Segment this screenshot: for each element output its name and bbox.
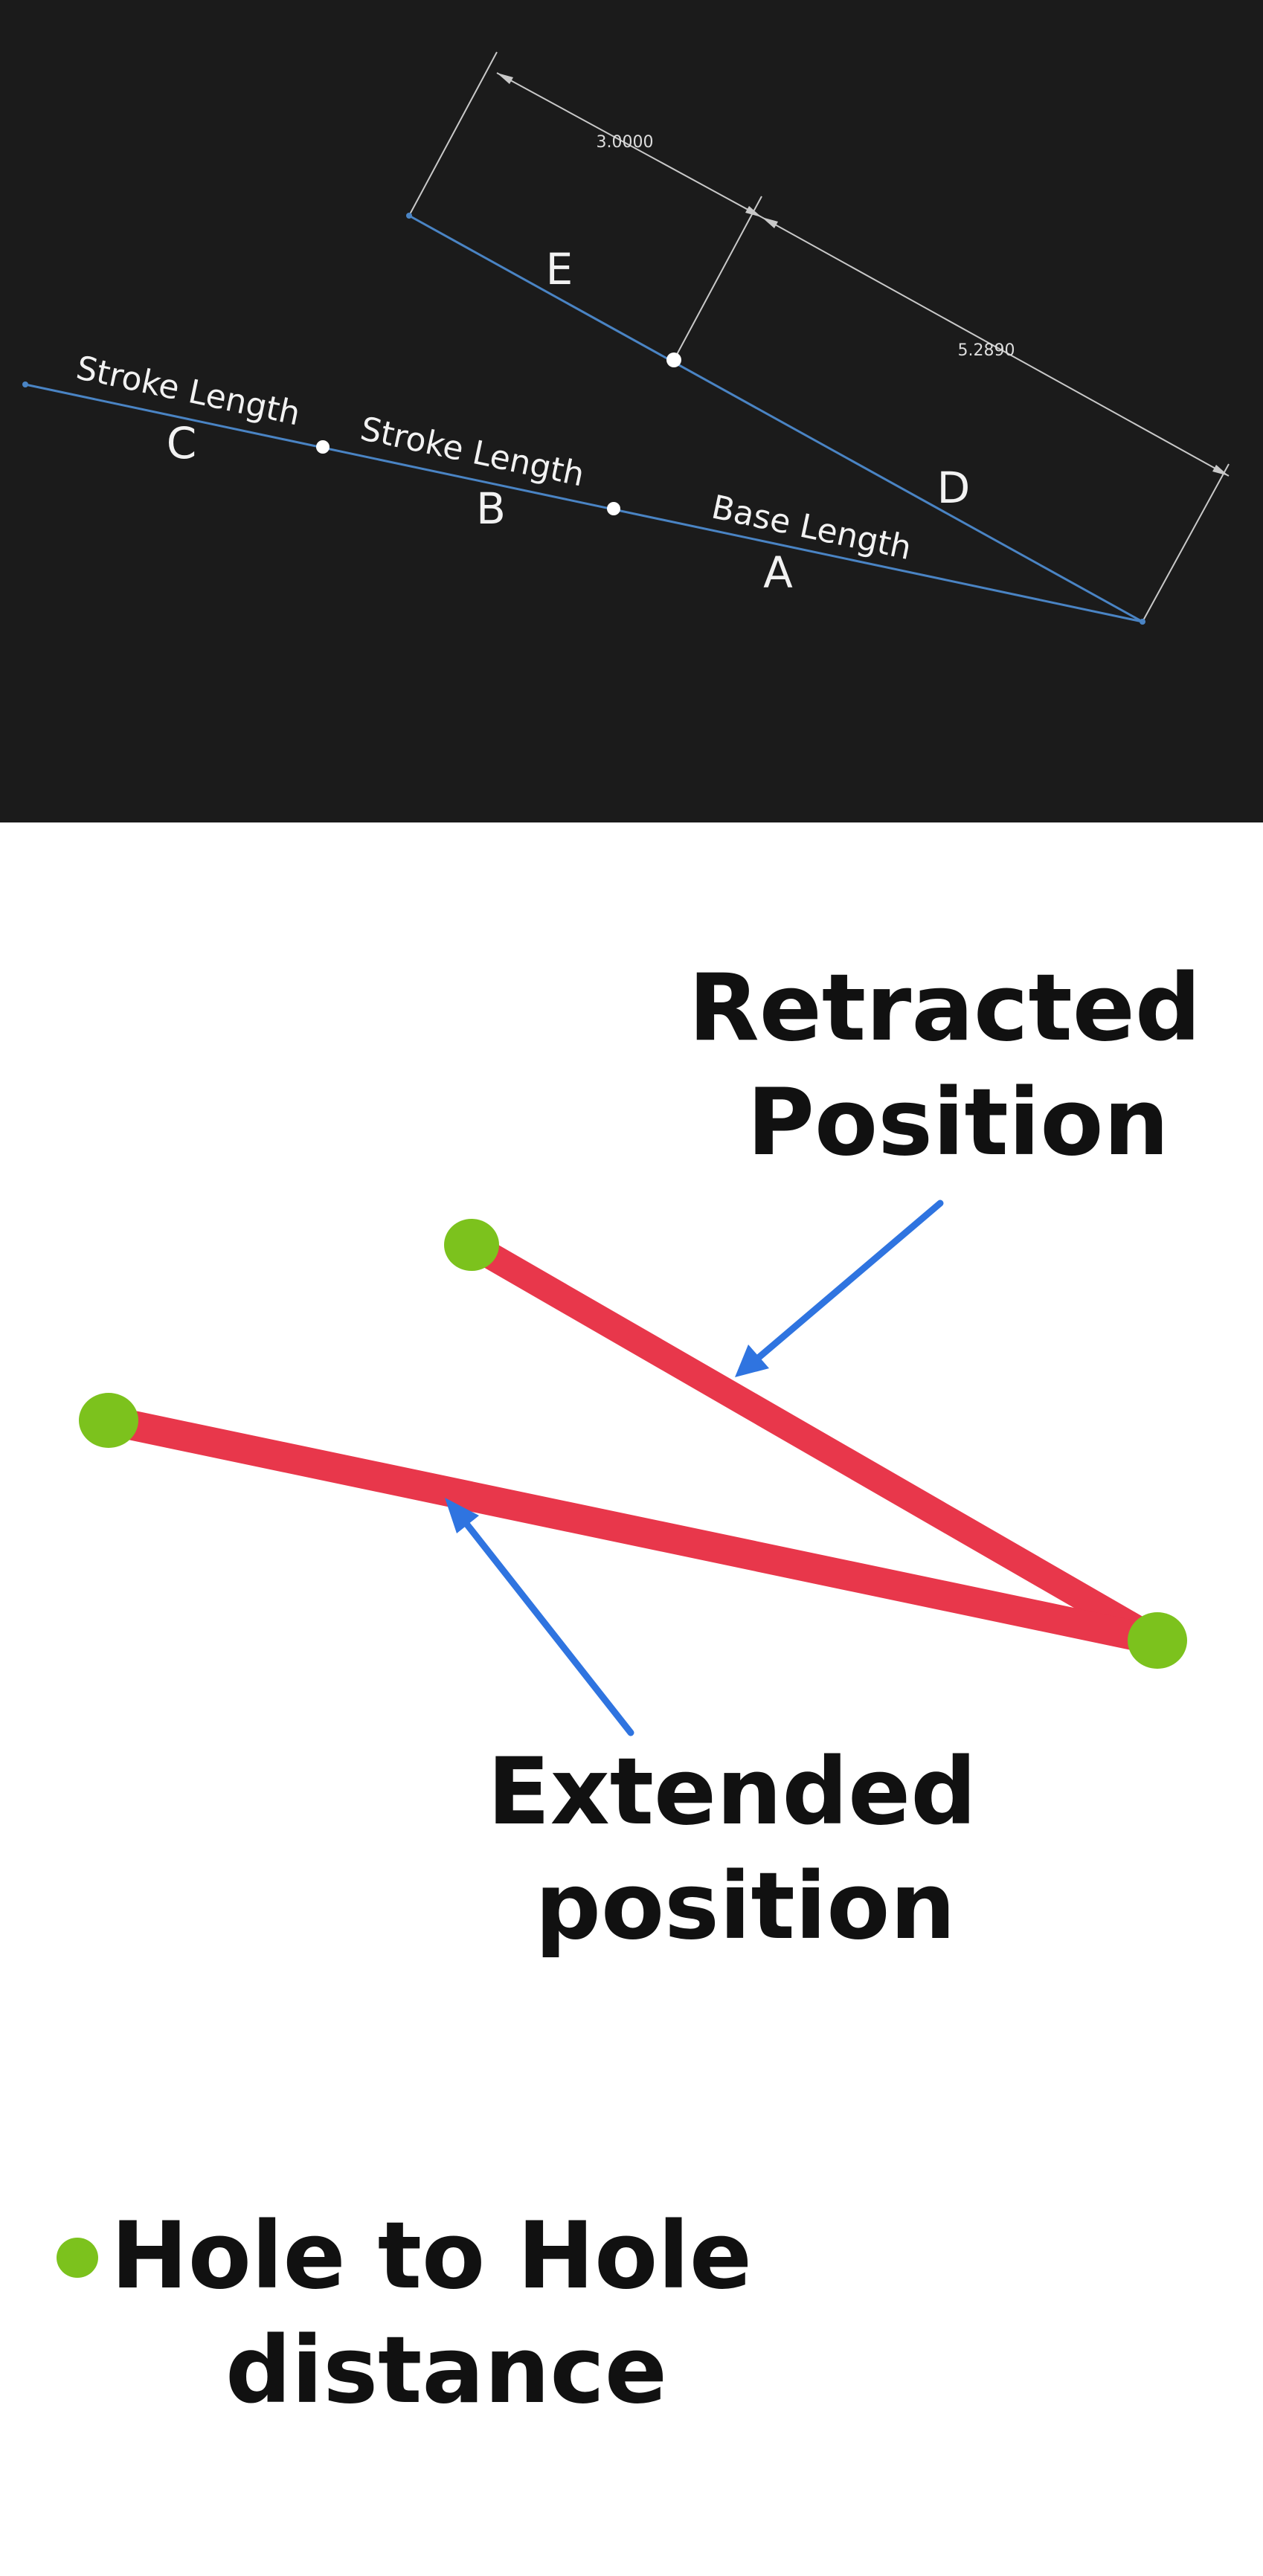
extended-arrow-shaft [457, 1513, 634, 1736]
node-end-right [1140, 619, 1145, 625]
label-letter-e: E [546, 244, 573, 294]
extension-line-d-end [1142, 463, 1230, 622]
dimension-line-5 [761, 216, 1230, 477]
legend-label-line-1: Hole to Hole [111, 2203, 752, 2310]
node-b-a [607, 502, 620, 515]
dimension-value-3: 3.0000 [597, 133, 654, 152]
hole-point-retracted [444, 1219, 499, 1271]
dimension-arrow-5-right [1212, 465, 1229, 476]
label-letter-d: D [937, 463, 971, 513]
line-e-d [408, 214, 1143, 623]
retracted-arrow-shaft [748, 1200, 944, 1368]
label-letter-a: A [763, 547, 793, 598]
motion-diagram: Retracted Position Extended position Hol… [57, 955, 1201, 2424]
label-letter-c: C [167, 418, 197, 468]
line-c-b-a [25, 383, 1143, 623]
hole-point-pivot [1128, 1612, 1187, 1669]
node-e-d [666, 352, 681, 367]
extended-arrow-head [445, 1498, 479, 1533]
extended-label-line-2: position [535, 1853, 956, 1960]
cad-background [0, 0, 1263, 822]
dimension-line-3 [496, 72, 762, 218]
extension-line-e-end [673, 196, 762, 361]
legend-hole-point [57, 2238, 98, 2278]
retracted-actuator-bar [458, 1231, 1171, 1654]
retracted-label-line-2: Position [747, 1069, 1169, 1176]
extended-label-line-1: Extended [487, 1739, 977, 1846]
node-c-b [316, 440, 330, 454]
legend-label-line-2: distance [225, 2317, 667, 2424]
dimension-arrow-3-right [745, 206, 762, 217]
dimension-arrow-5-left [762, 217, 778, 228]
label-letter-b: B [476, 483, 506, 534]
dimension-value-5: 5.2890 [958, 341, 1015, 360]
extension-line-e-start [408, 51, 498, 216]
extended-actuator-bar [94, 1405, 1172, 1655]
node-end-left [22, 381, 28, 387]
cad-diagram: 3.0000 5.2890 Stroke Length C Stroke Len… [0, 0, 1263, 822]
node-end-top [406, 213, 412, 219]
hole-point-extended [79, 1393, 138, 1448]
dimension-arrow-3-left [497, 73, 513, 84]
retracted-label-line-1: Retracted [688, 955, 1201, 1062]
retracted-arrow-head [735, 1345, 769, 1377]
